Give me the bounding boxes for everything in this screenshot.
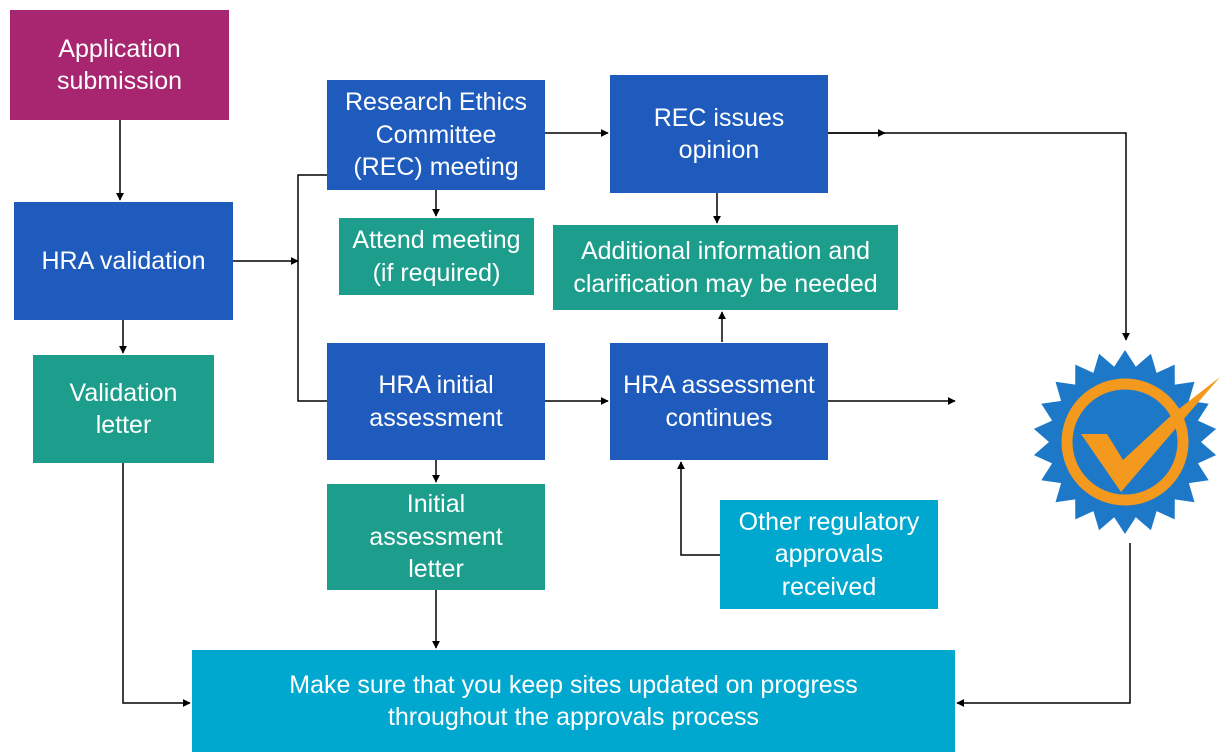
rec-issues-opinion-box: REC issues opinion [610, 75, 828, 193]
arrow-validation-letter-to-sites [122, 463, 191, 707]
hra-assessment-continues-box: HRA assessment continues [610, 343, 828, 460]
application-submission-box: Application submission [10, 10, 229, 120]
keep-sites-updated-label: Make sure that you keep sites updated on… [289, 670, 858, 732]
additional-info-box: Additional information and clarification… [553, 225, 898, 310]
branch-line [297, 174, 327, 402]
initial-assessment-letter-label: Initial assessment letter [369, 490, 503, 584]
hra-initial-assessment-box: HRA initial assessment [327, 343, 545, 460]
keep-sites-updated-box: Make sure that you keep sites updated on… [192, 650, 955, 752]
attend-meeting-box: Attend meeting (if required) [339, 218, 534, 295]
hra-initial-assessment-label: HRA initial assessment [369, 371, 503, 432]
application-submission-label: Application submission [56, 34, 183, 96]
other-regulatory-label: Other regulatory approvals received [738, 507, 920, 601]
additional-info-label: Additional information and clarification… [573, 237, 878, 298]
hra-validation-label: HRA validation [41, 246, 206, 275]
other-regulatory-box: Other regulatory approvals received [720, 500, 938, 609]
initial-assessment-letter-box: Initial assessment letter [327, 484, 545, 590]
validation-letter-label: Validation letter [69, 378, 178, 440]
arrow-regulatory-to-continues [677, 461, 720, 556]
approval-badge-icon [1033, 350, 1220, 534]
rec-meeting-label: Research Ethics Committee (REC) meeting [344, 88, 528, 182]
arrow-approval-to-sites [956, 543, 1131, 707]
attend-meeting-label: Attend meeting (if required) [352, 226, 521, 287]
arrow-opinion-to-approval [828, 132, 1130, 341]
validation-letter-box: Validation letter [33, 355, 214, 463]
rec-issues-opinion-label: REC issues opinion [653, 103, 785, 165]
rec-meeting-box: Research Ethics Committee (REC) meeting [327, 80, 545, 190]
hra-assessment-continues-label: HRA assessment continues [623, 371, 815, 432]
hra-validation-box: HRA validation [14, 202, 233, 320]
